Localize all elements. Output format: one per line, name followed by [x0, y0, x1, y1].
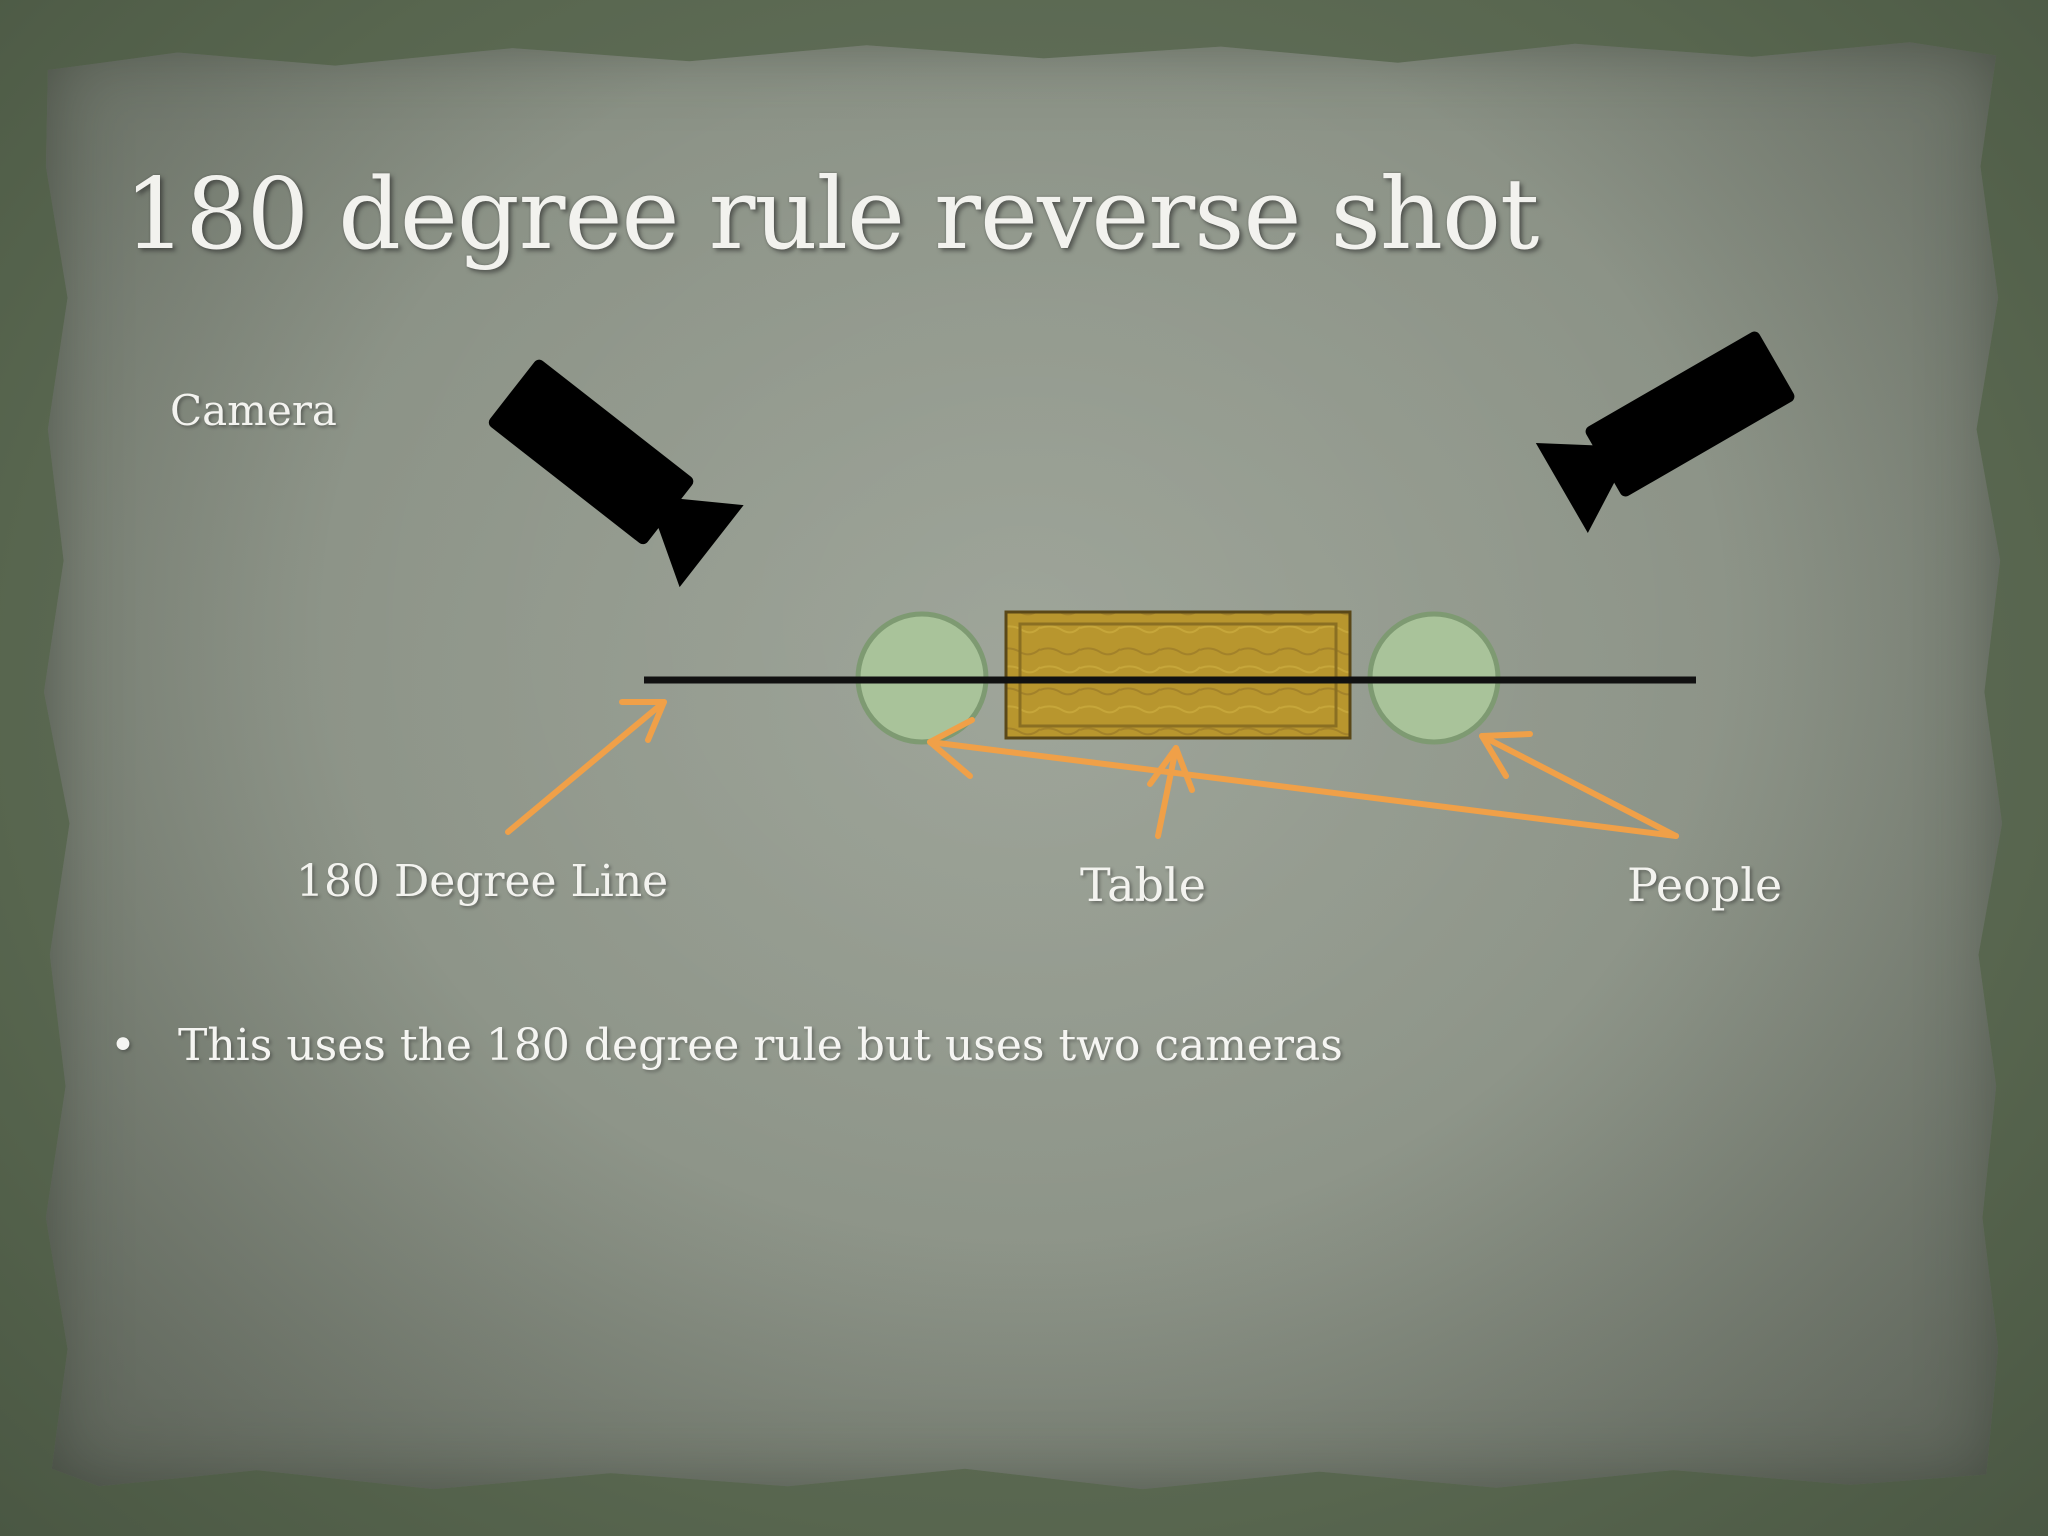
slide-title: 180 degree rule reverse shot [124, 158, 1539, 272]
table-shape [1004, 610, 1352, 740]
table-label: Table [1080, 858, 1206, 912]
annotation-arrows [505, 699, 1679, 839]
camera-icon [488, 359, 744, 588]
bullet-item: • This uses the 180 degree rule but uses … [110, 1020, 1343, 1071]
bullet-marker: • [110, 1020, 136, 1071]
degree-line-label: 180 Degree Line [296, 856, 669, 907]
camera-icon [1535, 331, 1795, 534]
paper-background [43, 42, 2003, 1490]
bullet-text: This uses the 180 degree rule but uses t… [178, 1020, 1343, 1071]
camera-label: Camera [170, 386, 337, 435]
people-label: People [1627, 858, 1783, 912]
